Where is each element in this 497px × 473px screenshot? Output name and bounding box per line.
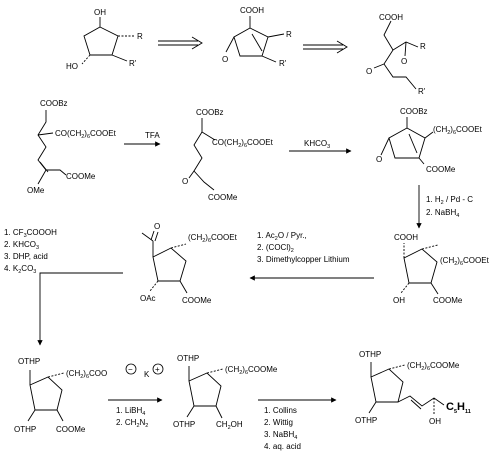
compound-cyclopentenone-diester: COOBz (CH2)6COOEt O COOMe [376, 107, 483, 174]
coome-label: COOMe [433, 296, 463, 305]
coome-label: COOMe [56, 425, 86, 434]
othp-top-label: OTHP [359, 350, 381, 359]
coobz-label: COOBz [40, 99, 68, 108]
minus-charge [125, 363, 137, 375]
coobz-label: COOBz [196, 108, 224, 117]
ester-side-chain: (CH2)6COOEt [188, 233, 238, 244]
plus-charge [152, 363, 164, 375]
pentyl-chain-label: C5H11 [446, 401, 471, 415]
othp-bottom-label: OTHP [14, 425, 36, 434]
reagent-step-3: 3. DHP, acid [4, 252, 48, 261]
reagent-step-1: 1. LiBH4 [116, 406, 145, 417]
compound-diketo-diester: COOBz CO(CH2)6COOEt O COOMe [182, 108, 274, 202]
cooh-label: COOH [379, 13, 403, 22]
reagent-step-2: 2. (COCl)2 [257, 243, 294, 254]
arrow-hydrogenation-reduction: 1. H2 / Pd - C 2. NaBH4 [416, 185, 473, 229]
arrow-to-methyl-ketone: 1. Ac2O / Pyr., 2. (COCl)2 3. Dimethylco… [249, 231, 374, 281]
reagent-nabh4: 2. NaBH4 [426, 208, 459, 219]
o-label: O [182, 177, 188, 186]
arrow-tfa: TFA [124, 131, 161, 147]
cooh-label: COOH [394, 233, 418, 242]
reagents-left-list: 1. CF3COOOH 2. KHCO3 3. DHP, acid 4. K2C… [4, 228, 57, 275]
ester-side-chain: (CH2)6COOMe [225, 365, 278, 376]
compound-hydroxy-acid: COOH (CH2)6COOEt OH COOMe [393, 233, 490, 305]
ester-side-chain: (CH2)6COOEt [440, 256, 490, 267]
reagent-step-2: 2. KHCO3 [4, 240, 39, 251]
minus-sign: − [128, 365, 133, 374]
coome-label: COOMe [66, 172, 96, 181]
arrow-khco3: KHCO3 [289, 139, 352, 154]
reagent-step-1: 1. Ac2O / Pyr., [257, 231, 307, 242]
arrow-left-down [37, 272, 123, 346]
othp-top-label: OTHP [177, 354, 199, 363]
compound-prostaglandin-ester: OTHP (CH2)6COOMe OTHP OH C5H11 [355, 350, 471, 426]
r-label: R [420, 42, 426, 51]
compound-methyl-ketone-acetate: O (CH2)6COOEt OAc COOMe [140, 222, 238, 305]
o-label: O [154, 222, 160, 231]
reagent-step-3: 3. Dimethylcopper Lithium [257, 255, 350, 264]
oac-label: OAc [140, 294, 156, 303]
reagent-tfa: TFA [145, 131, 160, 140]
ome-label: OMe [27, 186, 45, 195]
arrow-libh4: 1. LiBH4 2. CH2N2 [108, 397, 163, 429]
o-label: O [222, 55, 228, 64]
o-label: O [366, 67, 372, 76]
ester-side-chain: (CH2)6COOMe [407, 361, 460, 372]
coobz-label: COOBz [400, 107, 428, 116]
oh-top-label: OH [94, 8, 106, 17]
potassium-label: K [144, 370, 150, 379]
othp-bottom-label: OTHP [173, 420, 195, 429]
ho-label: HO [66, 62, 78, 71]
reagent-step-1: 1. CF3COOOH [4, 228, 57, 239]
reagent-step-4: 4. K2CO3 [4, 264, 36, 275]
othp-top-label: OTHP [18, 357, 40, 366]
retro-open-chain-precursor: COOH O R O R' [366, 13, 426, 96]
compound-primary-alcohol: OTHP (CH2)6COOMe OTHP CH2OH [173, 354, 278, 431]
r-prime-label: R' [129, 59, 137, 68]
reagent-step-4: 4. aq. acid [264, 442, 301, 451]
r-prime-label: R' [418, 87, 426, 96]
compound-potassium-carboxylate: OTHP (CH2)6COO − K + OTHP COOMe [14, 357, 164, 434]
compound-enol-ether-diester: COOBz CO(CH2)6COOEt OMe COOMe [27, 99, 117, 195]
reagent-khco3: KHCO3 [304, 139, 330, 150]
retro-cyclopentenone-acid: COOH R O R' [222, 6, 292, 68]
othp-bottom-label: OTHP [355, 416, 377, 425]
coome-label: COOMe [426, 165, 456, 174]
r-prime-label: R' [279, 59, 287, 68]
retro-arrow-2 [303, 40, 348, 54]
retro-arrow-1 [158, 36, 203, 50]
reagent-step-2: 2. CH2N2 [116, 418, 148, 429]
ester-side-chain: (CH2)6COOEt [433, 125, 483, 136]
coome-label: COOMe [208, 193, 238, 202]
keto-ester-side-chain: CO(CH2)6COOEt [55, 129, 117, 140]
r-label: R [137, 32, 143, 41]
ch2oh-label: CH2OH [216, 420, 243, 431]
cooh-label: COOH [240, 6, 264, 15]
keto-ester-side-chain: CO(CH2)6COOEt [212, 138, 274, 149]
oh-label: OH [393, 296, 405, 305]
retro-cyclopentane-diol: OH R HO R' [66, 8, 143, 71]
o-label: O [401, 57, 407, 66]
r-label: R [286, 30, 292, 39]
arrow-collins-wittig: 1. Collins 2. Wittig 3. NaBH4 4. aq. aci… [258, 397, 337, 451]
reagent-step-2: 2. Wittig [264, 418, 293, 427]
plus-sign: + [155, 365, 160, 374]
reagent-step-3: 3. NaBH4 [264, 430, 297, 441]
carboxylate-side-chain: (CH2)6COO [66, 369, 107, 380]
reagent-step-1: 1. Collins [264, 406, 297, 415]
o-label: O [376, 155, 382, 164]
oh-label: OH [429, 417, 441, 426]
reagent-h2-pd: 1. H2 / Pd - C [426, 195, 473, 206]
coome-label: COOMe [182, 296, 212, 305]
